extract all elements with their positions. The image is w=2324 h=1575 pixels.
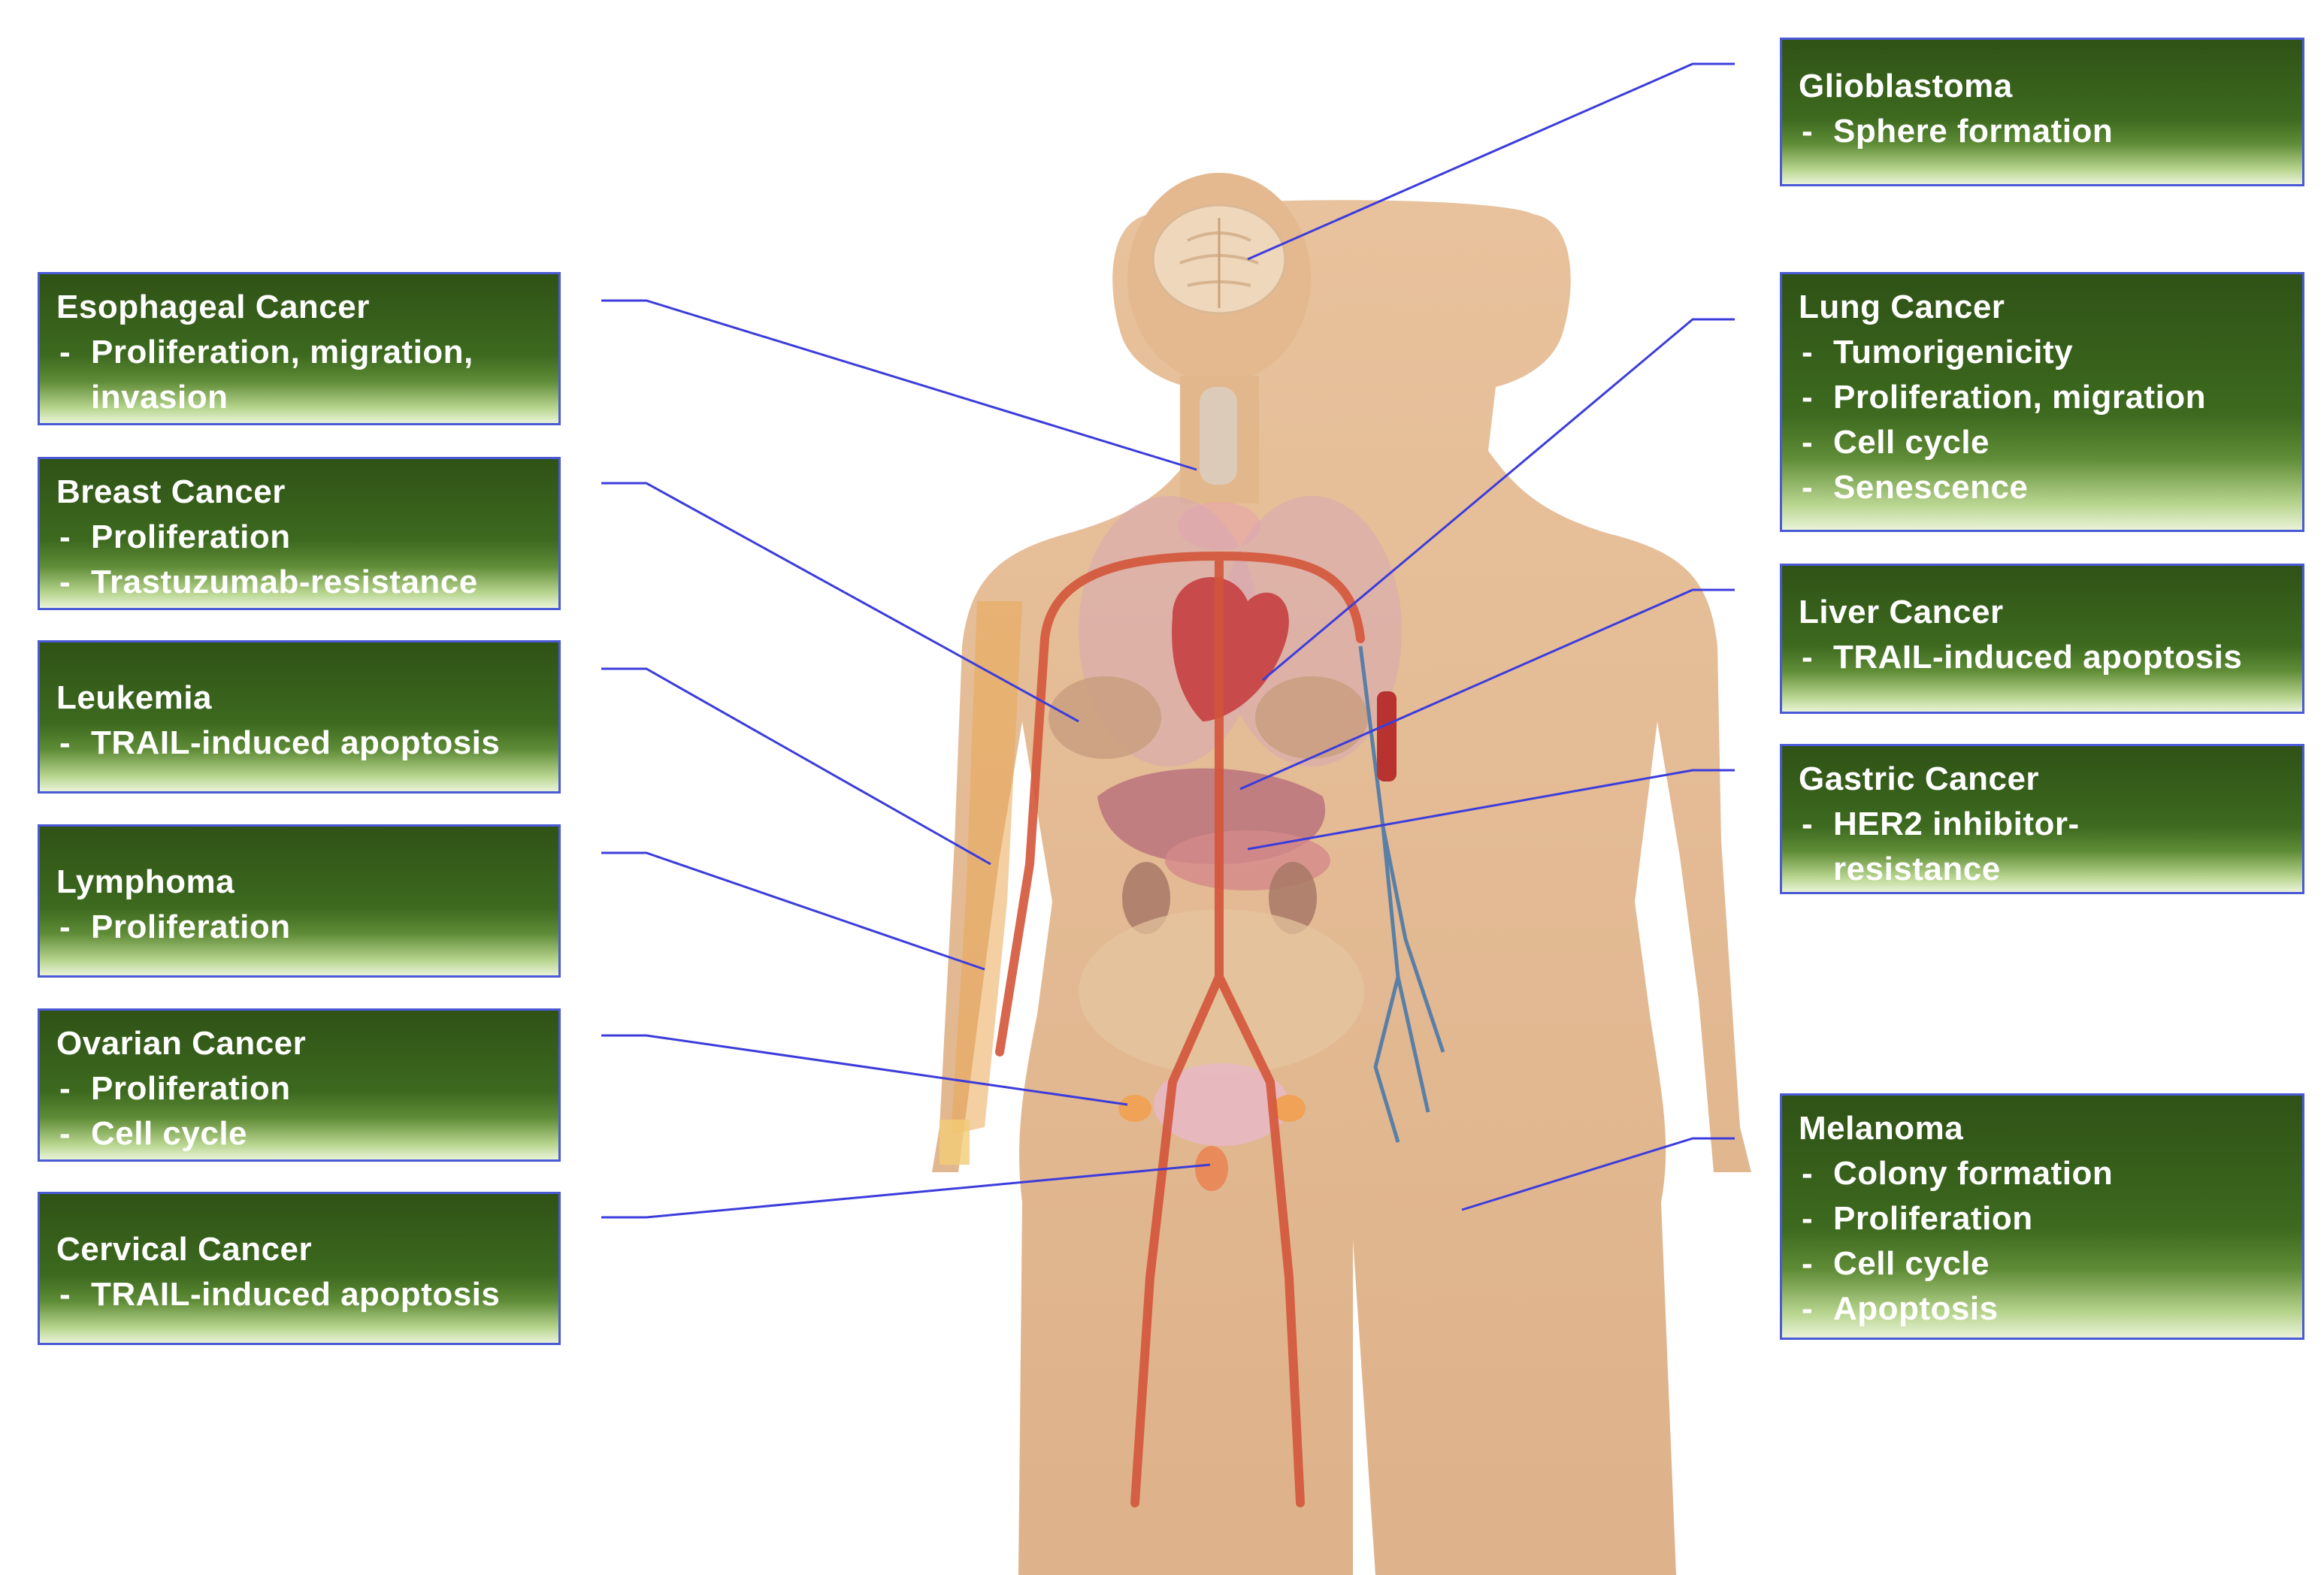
label-list: Tumorigenicity Proliferation, migration … [1799,330,2286,510]
label-box-gastric-cancer: Gastric Cancer HER2 inhibitor-resistance [1780,744,2304,894]
right-arm-veins [1358,645,1445,1143]
label-title: Leukemia [56,679,212,716]
label-box-breast-cancer: Breast Cancer Proliferation Trastuzumab-… [38,457,561,610]
label-box-melanoma: Melanoma Colony formation Proliferation … [1780,1093,2304,1340]
left-arm [940,601,1022,1165]
label-list: TRAIL-induced apoptosis [1799,635,2286,680]
label-item: Proliferation [56,515,542,560]
arteries [995,552,1365,1507]
label-title: Breast Cancer [56,473,286,510]
label-box-lymphoma: Lymphoma Proliferation [38,824,561,978]
leader-line-liver [1239,588,1735,791]
label-list: TRAIL-induced apoptosis [56,721,542,766]
label-box-ovarian-cancer: Ovarian Cancer Proliferation Cell cycle [38,1008,561,1162]
label-box-lung-cancer: Lung Cancer Tumorigenicity Proliferation… [1780,272,2304,532]
label-list: Colony formation Proliferation Cell cycl… [1799,1151,2286,1332]
label-item: Proliferation [1799,1196,2286,1241]
leader-line-glioblastoma [1247,62,1735,261]
leader-line-melanoma [1461,1137,1735,1211]
label-list: HER2 inhibitor-resistance [1799,802,2286,892]
internal-organs [1049,496,1402,1191]
label-item: TRAIL-induced apoptosis [56,1272,542,1317]
label-title: Liver Cancer [1799,594,2004,630]
label-title: Lung Cancer [1799,289,2005,325]
label-item: Proliferation, migration, invasion [56,330,542,420]
label-title: Gastric Cancer [1799,760,2040,797]
label-item: Cell cycle [56,1111,542,1156]
label-item: TRAIL-induced apoptosis [1799,635,2286,680]
label-list: TRAIL-induced apoptosis [56,1272,542,1317]
leader-line-leukemia [601,667,991,866]
label-item: Apoptosis [1799,1286,2286,1332]
label-list: Proliferation, migration, invasion [56,330,542,420]
label-item: Proliferation [56,905,542,950]
label-box-esophageal-cancer: Esophageal Cancer Proliferation, migrati… [38,272,561,425]
label-item: Tumorigenicity [1799,330,2286,375]
leader-line-lymphoma [601,851,985,971]
label-list: Proliferation Cell cycle [56,1066,542,1156]
label-box-leukemia: Leukemia TRAIL-induced apoptosis [38,640,561,794]
leader-line-breast [601,482,1079,723]
leader-lines [601,62,1735,1219]
label-item: TRAIL-induced apoptosis [56,721,542,766]
label-item: Proliferation [56,1066,542,1111]
label-title: Lymphoma [56,863,235,900]
body-silhouette [932,200,1751,1575]
leader-line-ovarian [601,1034,1128,1106]
label-box-glioblastoma: Glioblastoma Sphere formation [1780,38,2304,186]
neck [1178,376,1260,550]
head [1127,173,1311,383]
leader-line-gastric [1247,769,1735,851]
label-title: Cervical Cancer [56,1231,313,1268]
label-box-liver-cancer: Liver Cancer TRAIL-induced apoptosis [1780,564,2304,714]
leader-line-esophageal [601,299,1197,471]
label-list: Sphere formation [1799,109,2286,154]
label-item: Cell cycle [1799,1241,2286,1286]
label-title: Esophageal Cancer [56,289,370,325]
label-item: Proliferation, migration [1799,375,2286,420]
label-item: HER2 inhibitor-resistance [1799,802,2081,892]
label-list: Proliferation [56,905,542,950]
label-item: Trastuzumab-resistance [56,560,542,605]
label-title: Glioblastoma [1799,68,2013,104]
label-item: Sphere formation [1799,109,2286,154]
label-list: Proliferation Trastuzumab-resistance [56,515,542,605]
label-title: Melanoma [1799,1110,1964,1147]
label-box-cervical-cancer: Cervical Cancer TRAIL-induced apoptosis [38,1192,561,1345]
label-item: Senescence [1799,465,2286,510]
label-title: Ovarian Cancer [56,1025,307,1062]
label-item: Cell cycle [1799,420,2286,465]
leader-line-cervical [601,1163,1211,1219]
label-item: Colony formation [1799,1151,2286,1196]
leader-line-lung [1262,318,1735,682]
